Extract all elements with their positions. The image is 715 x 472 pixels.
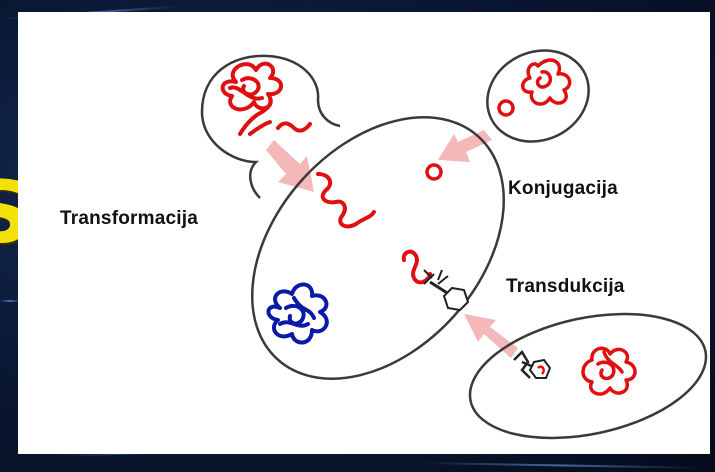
transduction-label: Transdukcija [506, 276, 625, 298]
background-streak [420, 462, 700, 469]
transforming-dna [318, 174, 374, 226]
donor-chromosome [223, 64, 281, 110]
conjugation-label: Konjugacija [508, 178, 618, 200]
transformation-label: Transformacija [60, 208, 198, 230]
conjugation-arrow-icon [438, 130, 492, 162]
transferred-plasmid-icon [427, 165, 441, 179]
background-streak [0, 300, 20, 302]
conjugation-donor-cell [472, 34, 603, 158]
recipient-cell [202, 68, 554, 427]
transduction-donor-chromosome [583, 348, 635, 394]
bacteriophage-icon [424, 270, 468, 310]
donor-phage-icon [514, 352, 550, 378]
transformation-arrow-icon [266, 140, 314, 192]
recipient-chromosome [268, 284, 326, 342]
transduction-arrow-icon [464, 314, 518, 358]
donor-plasmid-icon [499, 101, 513, 115]
diagram-panel: Transformacija Konjugacija Transdukcija [18, 12, 710, 454]
gene-transfer-diagram [18, 12, 710, 454]
released-dna-fragment [278, 123, 310, 130]
conjugation-donor-chromosome [523, 60, 570, 104]
released-dna-fragment [250, 122, 270, 134]
transduced-dna [404, 252, 430, 283]
